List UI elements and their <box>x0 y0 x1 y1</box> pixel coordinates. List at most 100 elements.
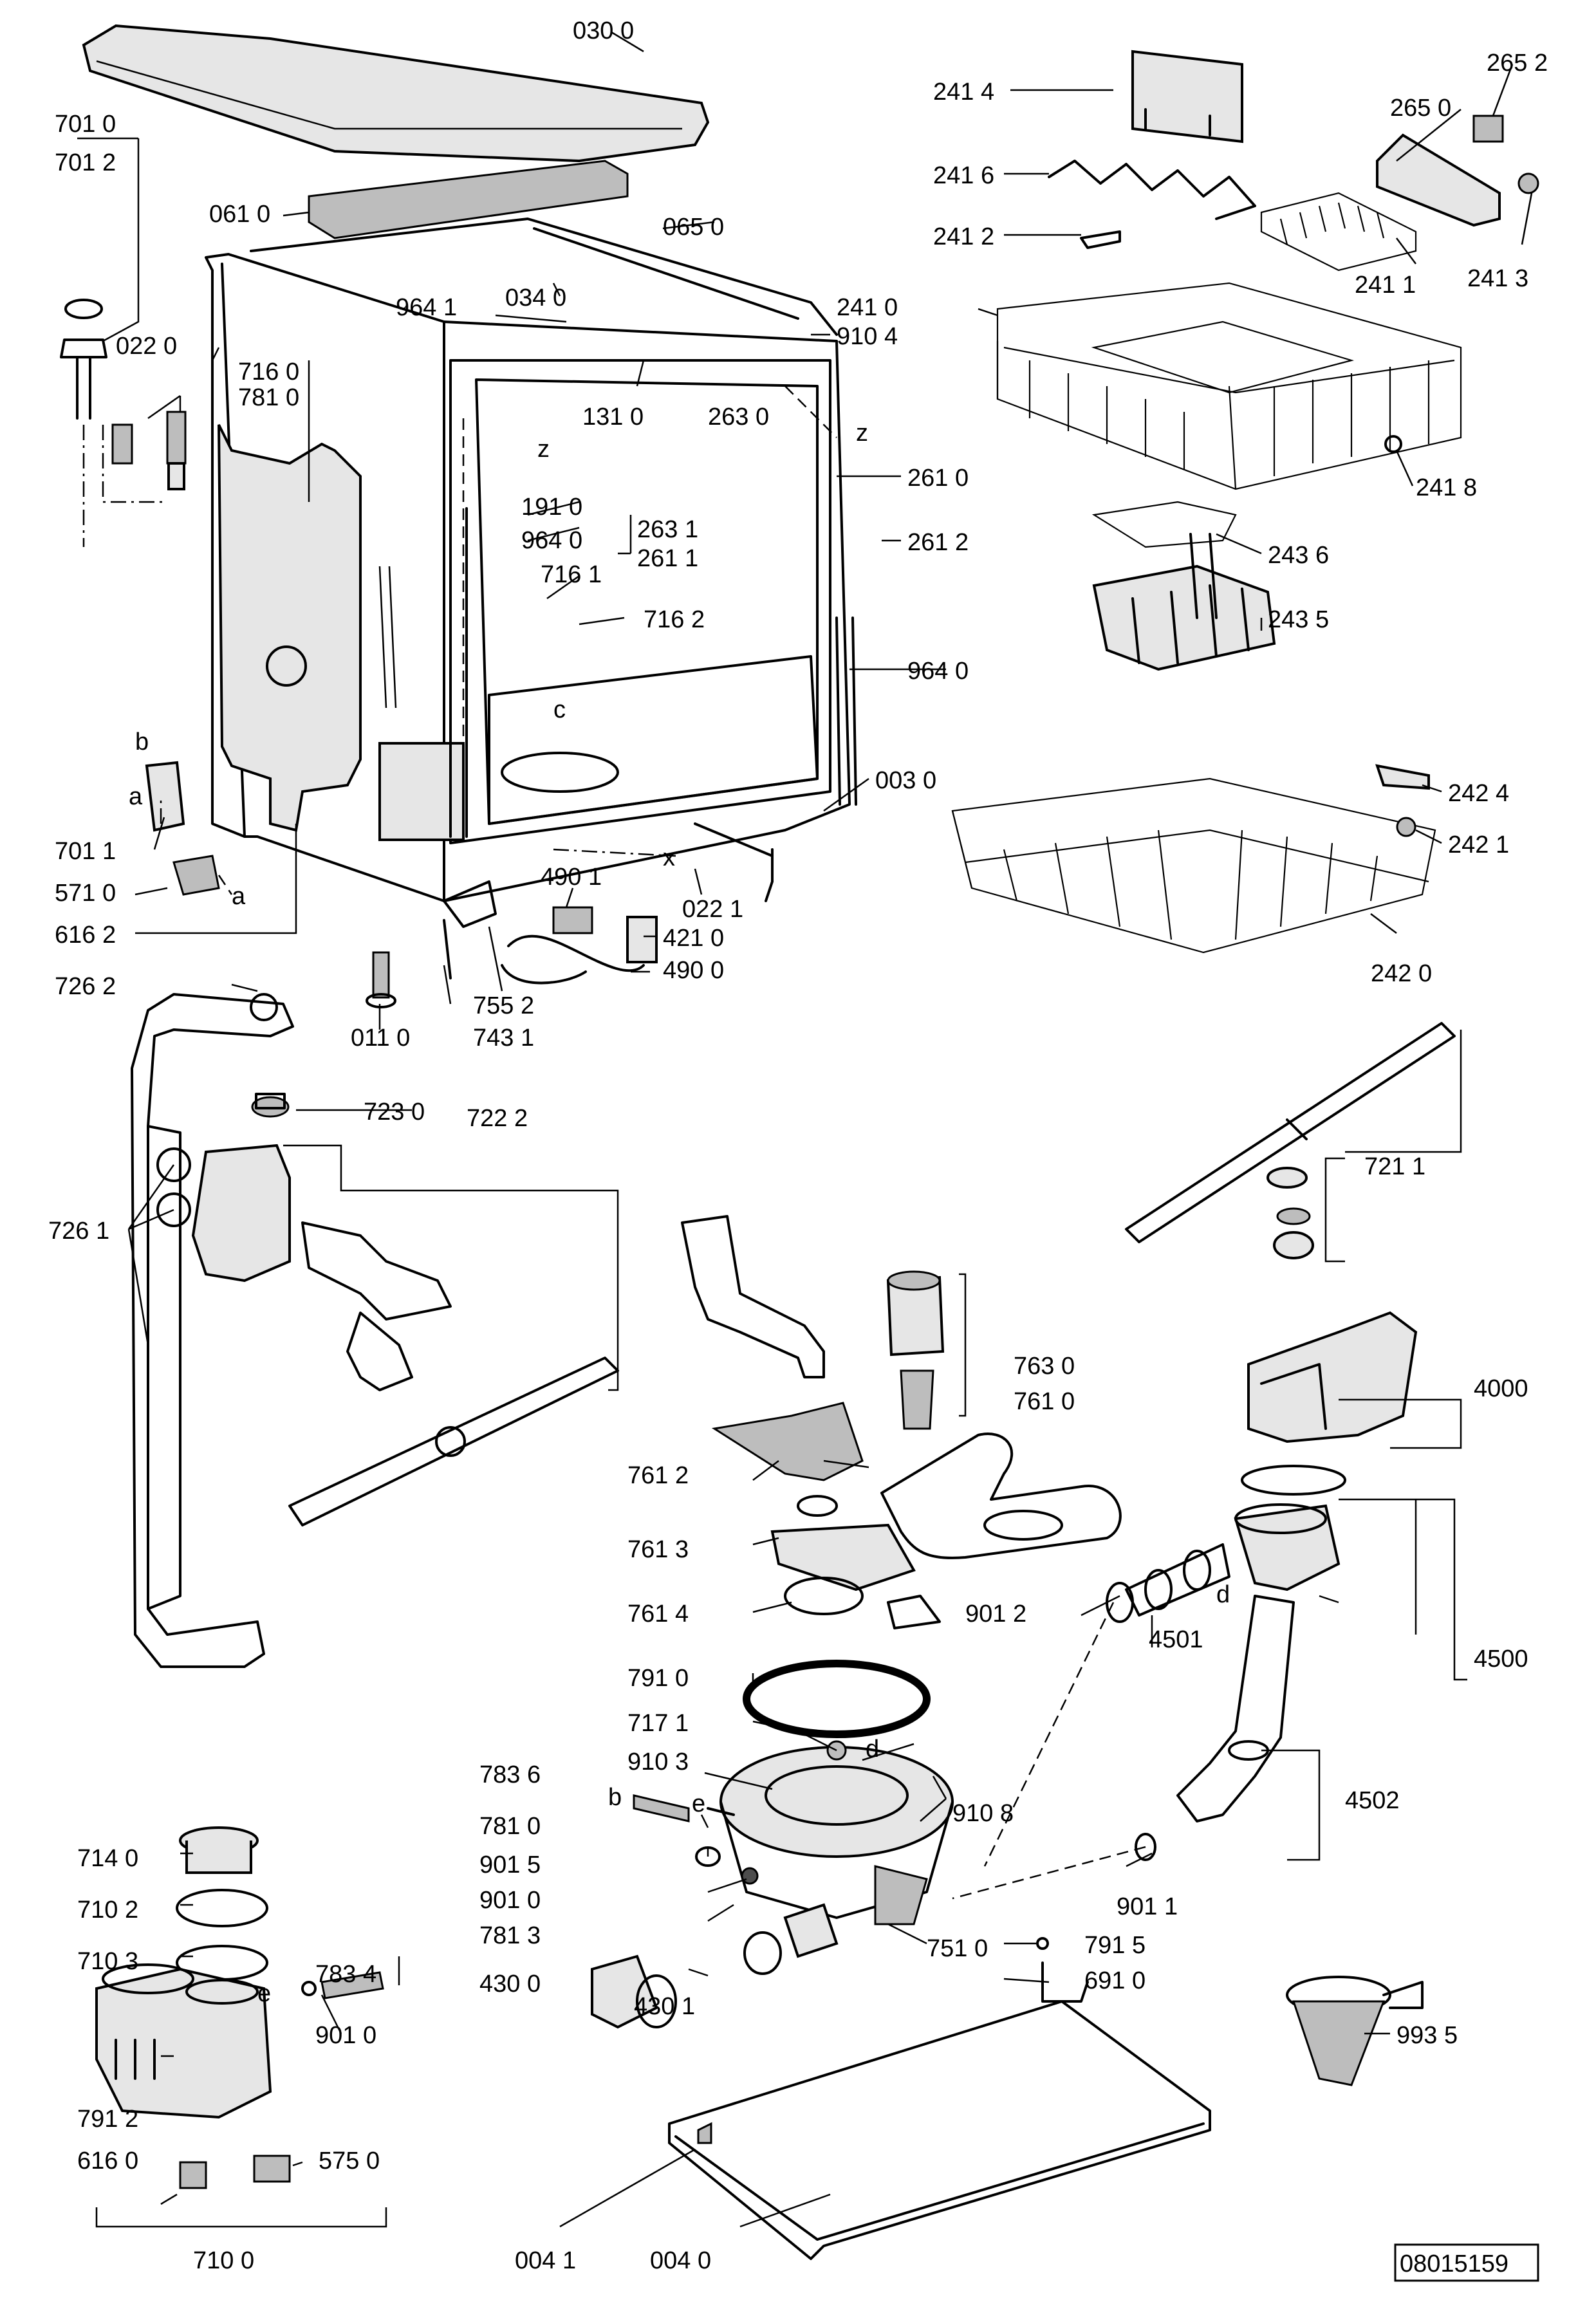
marker-a-2: a <box>232 883 246 910</box>
label-241-4: 241 4 <box>933 79 994 106</box>
label-791-0: 791 0 <box>627 1665 689 1692</box>
rack-wire-241-6 <box>1048 160 1256 220</box>
pump-inlet <box>783 1903 839 1958</box>
pump-seal-430-1 <box>743 1931 782 1975</box>
label-701-2: 701 2 <box>55 149 116 176</box>
label-910-3: 910 3 <box>627 1748 689 1776</box>
switch-575-0 <box>253 2155 291 2183</box>
label-022-0: 022 0 <box>116 333 177 360</box>
label-964-0-b: 964 0 <box>907 658 969 685</box>
hose-4501 <box>1106 1543 1230 1623</box>
label-721-1: 721 1 <box>1364 1153 1425 1180</box>
manifold-722-2 <box>191 1144 452 1391</box>
label-781-0-a: 781 0 <box>238 384 299 411</box>
stopper-241-8 <box>1384 435 1402 453</box>
label-781-0-b: 781 0 <box>479 1813 541 1840</box>
filter-763-0 <box>886 1270 945 1430</box>
label-901-1: 901 1 <box>1117 1893 1178 1920</box>
sensor-691-0 <box>1036 1937 1089 2003</box>
drain-pipe-upper <box>681 1215 825 1378</box>
roller-242-4 <box>1375 764 1430 790</box>
marker-x-1: x <box>663 844 675 871</box>
label-261-2: 261 2 <box>907 529 969 556</box>
basket-lid-243-6 <box>1091 501 1237 548</box>
label-751-0: 751 0 <box>927 1935 988 1962</box>
knife-rack-241-1 <box>1260 192 1417 272</box>
document-number: 08015159 <box>1400 2250 1508 2277</box>
label-004-1: 004 1 <box>515 2247 576 2274</box>
label-964-1: 964 1 <box>396 294 457 321</box>
label-901-0-a: 901 0 <box>479 1887 541 1914</box>
supply-pipe-726-1 <box>131 993 294 1668</box>
cutlery-basket-243-5 <box>1092 533 1276 671</box>
document-number-box: 08015159 <box>1394 2243 1539 2282</box>
label-263-0: 263 0 <box>708 403 769 431</box>
cup-shelf-241-4 <box>1131 50 1243 144</box>
label-714-0: 714 0 <box>77 1845 138 1872</box>
label-241-0: 241 0 <box>837 294 898 321</box>
label-910-8: 910 8 <box>952 1800 1014 1827</box>
label-761-2: 761 2 <box>627 1462 689 1489</box>
label-575-0: 575 0 <box>319 2147 380 2174</box>
marker-c-1: c <box>553 696 566 723</box>
label-710-3: 710 3 <box>77 1948 138 1975</box>
base-plate-004-0 <box>668 2000 1211 2260</box>
door-spring <box>378 566 397 709</box>
label-243-5: 243 5 <box>1268 606 1329 633</box>
label-4000: 4000 <box>1474 1375 1528 1402</box>
label-783-4: 783 4 <box>315 1961 376 1988</box>
part-labels: 030 0 701 0 701 2 061 0 065 0 034 0 964 … <box>48 17 1548 2274</box>
label-783-6: 783 6 <box>479 1761 541 1788</box>
label-791-5: 791 5 <box>1084 1932 1146 1959</box>
lower-spray-arm <box>288 1357 619 1526</box>
label-131-0: 131 0 <box>582 403 644 431</box>
screw-004-1 <box>697 2122 712 2144</box>
label-004-0: 004 0 <box>650 2247 711 2274</box>
funnel-993-5 <box>1286 1976 1424 2086</box>
wash-pump-4000 <box>1247 1311 1418 1443</box>
connector-616-0 <box>179 2161 207 2189</box>
wiring-490-0 <box>501 906 658 985</box>
marker-z-1: z <box>537 436 550 463</box>
label-763-0: 763 0 <box>1014 1353 1075 1380</box>
label-616-0: 616 0 <box>77 2147 138 2174</box>
label-716-1: 716 1 <box>541 561 602 588</box>
connection-markers: b a a c x z z d d b e e <box>129 420 1230 2007</box>
side-strips <box>449 507 857 838</box>
label-191-0: 191 0 <box>521 494 582 521</box>
label-261-0: 261 0 <box>907 465 969 492</box>
springs-781-0 <box>111 411 187 490</box>
label-241-6: 241 6 <box>933 162 994 189</box>
top-basket-241-0 <box>996 282 1462 490</box>
label-490-0: 490 0 <box>663 957 724 984</box>
hinge-743-1 <box>443 880 497 979</box>
label-022-1: 022 1 <box>682 896 743 923</box>
label-964-0-a: 964 0 <box>521 527 582 554</box>
seal-ring-791-0 <box>743 1660 931 1738</box>
float-valve-701-0 <box>60 299 107 547</box>
fine-filter-761-0 <box>880 1433 1122 1559</box>
label-726-2: 726 2 <box>55 973 116 1000</box>
label-781-3: 781 3 <box>479 1922 541 1949</box>
shelf-rail-265-0 <box>1376 115 1539 227</box>
marker-d-1: d <box>1216 1581 1230 1608</box>
label-265-2: 265 2 <box>1487 50 1548 77</box>
label-716-0: 716 0 <box>238 358 299 385</box>
pump-housing-4500 <box>1234 1503 1341 1591</box>
label-241-8: 241 8 <box>1416 474 1477 501</box>
label-490-1: 490 1 <box>541 864 602 891</box>
bracket-701-1 <box>145 761 185 832</box>
assembly-guide-lines <box>102 425 1146 1900</box>
wheel-242-1 <box>1396 817 1416 837</box>
label-241-2: 241 2 <box>933 223 994 250</box>
marker-a-1: a <box>129 783 143 810</box>
foot-011-0 <box>366 951 396 1008</box>
nut-723-0 <box>251 1093 290 1118</box>
label-755-2: 755 2 <box>473 992 534 1019</box>
label-701-1: 701 1 <box>55 838 116 865</box>
drain-pump-430-0 <box>591 1954 677 2029</box>
label-430-0: 430 0 <box>479 1970 541 1998</box>
label-616-2: 616 2 <box>55 922 116 949</box>
sensor-571-0 <box>172 855 233 896</box>
